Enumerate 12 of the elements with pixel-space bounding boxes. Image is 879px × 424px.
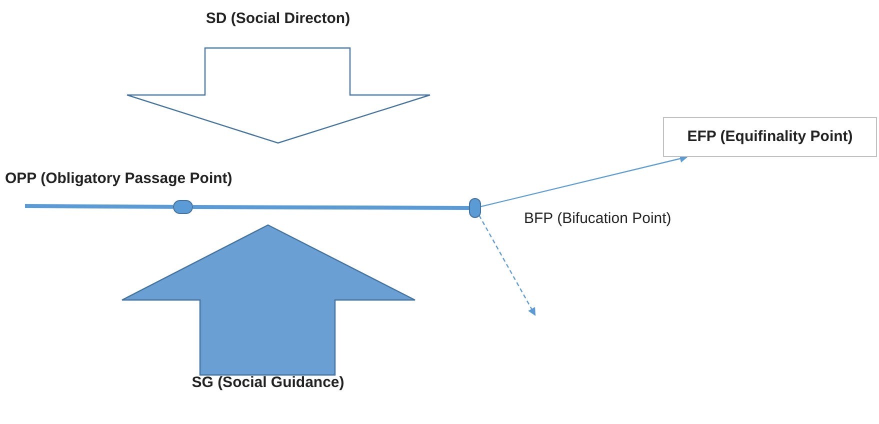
arrow: [480, 154, 688, 208]
line: [193, 205, 469, 210]
point-marker: [173, 200, 193, 214]
arrow-caption: SD (Social Directon): [206, 9, 350, 29]
point-marker: [469, 198, 481, 218]
dashed-arrow: [478, 215, 536, 316]
point-box: [663, 117, 877, 157]
arrow-caption: SG (Social Guidance): [192, 373, 344, 393]
line: [24, 204, 174, 209]
point-caption: OPP (Obligatory Passage Point): [5, 169, 232, 189]
point-caption: BFP (Bifucation Point): [524, 209, 672, 229]
point-label: EFP (Equifinality Point): [687, 126, 853, 147]
